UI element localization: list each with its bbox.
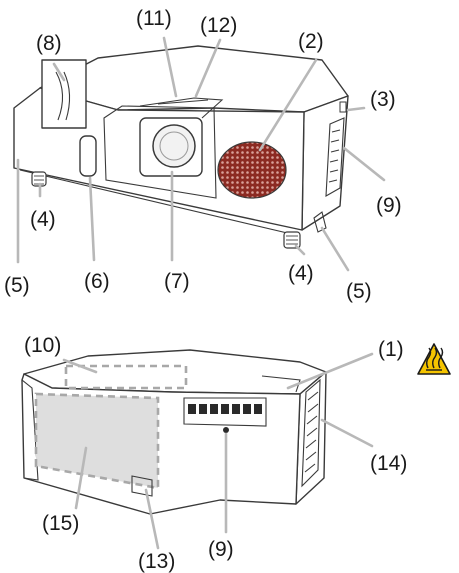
label-4-right: (4)	[288, 262, 314, 285]
label-6: (6)	[84, 270, 110, 293]
side-vent	[325, 117, 345, 197]
connector-panel	[183, 397, 267, 433]
label-8: (8)	[36, 32, 62, 55]
label-7: (7)	[164, 270, 190, 293]
filter-cover-top	[64, 364, 188, 390]
label-4-left: (4)	[30, 208, 56, 231]
label-3: (3)	[370, 88, 396, 111]
projector-front-view	[13, 45, 349, 249]
projector-back-view	[21, 349, 327, 515]
focus-zoom-panel	[41, 59, 87, 129]
hot-surface-warning-icon	[417, 343, 451, 375]
label-12: (12)	[200, 14, 237, 37]
speaker-grille	[217, 141, 287, 199]
label-15: (15)	[42, 512, 79, 535]
callout-labels: (8) (11) (12) (2) (3) (9) (4) (5) (6) (7…	[4, 7, 407, 573]
label-1: (1)	[378, 338, 404, 361]
front-leader-lines	[16, 36, 386, 272]
remote-sensor	[79, 135, 97, 177]
filter-cover	[34, 392, 160, 490]
label-10: (10)	[24, 334, 61, 357]
label-9-back: (9)	[208, 538, 234, 561]
label-5-left: (5)	[4, 274, 30, 297]
label-5-right: (5)	[346, 280, 372, 303]
elevator-foot-right	[283, 231, 301, 249]
label-9-front: (9)	[376, 194, 402, 217]
label-13: (13)	[138, 550, 175, 573]
security-slot	[339, 101, 347, 113]
label-11: (11)	[136, 7, 172, 30]
label-14: (14)	[370, 452, 407, 475]
lens	[152, 124, 196, 168]
label-2: (2)	[298, 30, 324, 53]
elevator-foot-left	[31, 171, 47, 187]
back-leader-lines	[62, 352, 374, 550]
exhaust-vent	[301, 378, 321, 488]
